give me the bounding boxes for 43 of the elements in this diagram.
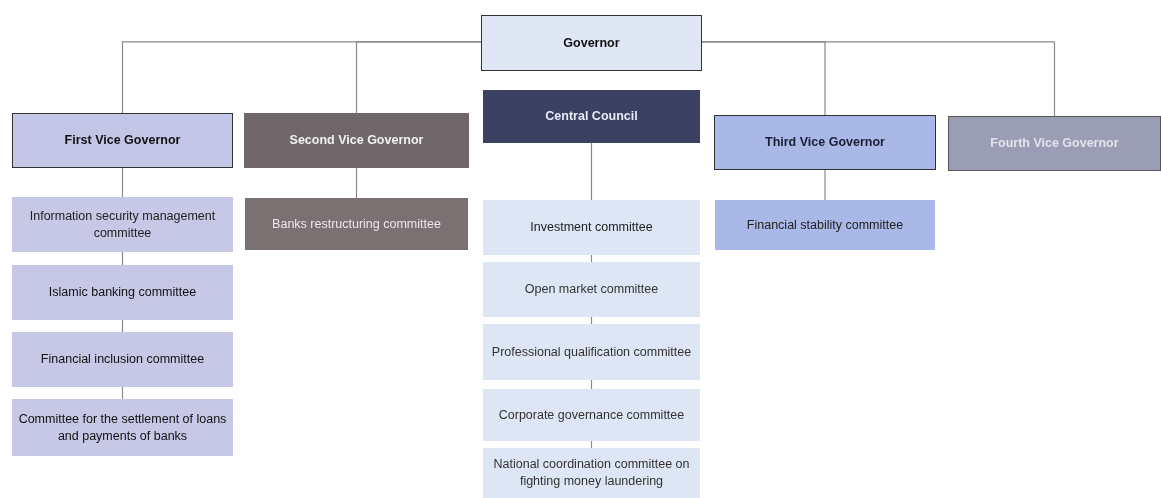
position-title: First Vice Governor — [64, 132, 181, 149]
committee-name: Professional qualification committee — [491, 343, 692, 361]
position-title: Fourth Vice Governor — [990, 135, 1119, 152]
connector-line — [590, 254, 593, 263]
committee-name: Investment committee — [530, 219, 653, 236]
connector-line — [355, 41, 482, 114]
position-box — [483, 90, 700, 143]
committee-name: Committee for the settlement of loans and payments of banks — [18, 410, 227, 445]
position-box — [12, 113, 233, 168]
position-box — [714, 115, 936, 170]
committee-name: Banks restructuring committee — [272, 215, 441, 233]
committee-name: Islamic banking committee — [48, 284, 197, 301]
committee-box — [12, 399, 233, 456]
position-title: Governor — [563, 34, 620, 52]
connector-line — [701, 41, 1056, 117]
committee-name: Open market committee — [524, 281, 659, 298]
committee-box — [483, 448, 700, 498]
position-title: Central Council — [545, 108, 638, 125]
committee-box — [483, 200, 700, 255]
committee-box — [245, 198, 468, 250]
committee-name: Information security management committee — [28, 207, 217, 242]
committee-name: National coordination committee on fighting money laundering — [492, 456, 691, 490]
position-box — [481, 15, 702, 71]
connector-line — [121, 167, 124, 198]
connector-line — [355, 167, 358, 199]
committee-name: Financial inclusion committee — [40, 351, 205, 368]
connector-line — [824, 169, 826, 201]
committee-box — [12, 332, 233, 387]
committee-name: Corporate governance committee — [498, 406, 685, 424]
position-title: Third Vice Governor — [765, 134, 885, 151]
committee-box — [715, 200, 935, 250]
connector-line — [590, 440, 593, 449]
connector-line — [590, 316, 593, 325]
position-title: Second Vice Governor — [289, 132, 424, 149]
position-box — [948, 116, 1161, 171]
committee-box — [483, 262, 700, 317]
committee-box — [483, 324, 700, 380]
committee-box — [12, 197, 233, 252]
connector-line — [590, 142, 593, 201]
committee-box — [12, 265, 233, 320]
position-box — [244, 113, 469, 168]
committee-box — [483, 389, 700, 441]
committee-name: Financial stability committee — [746, 216, 904, 234]
